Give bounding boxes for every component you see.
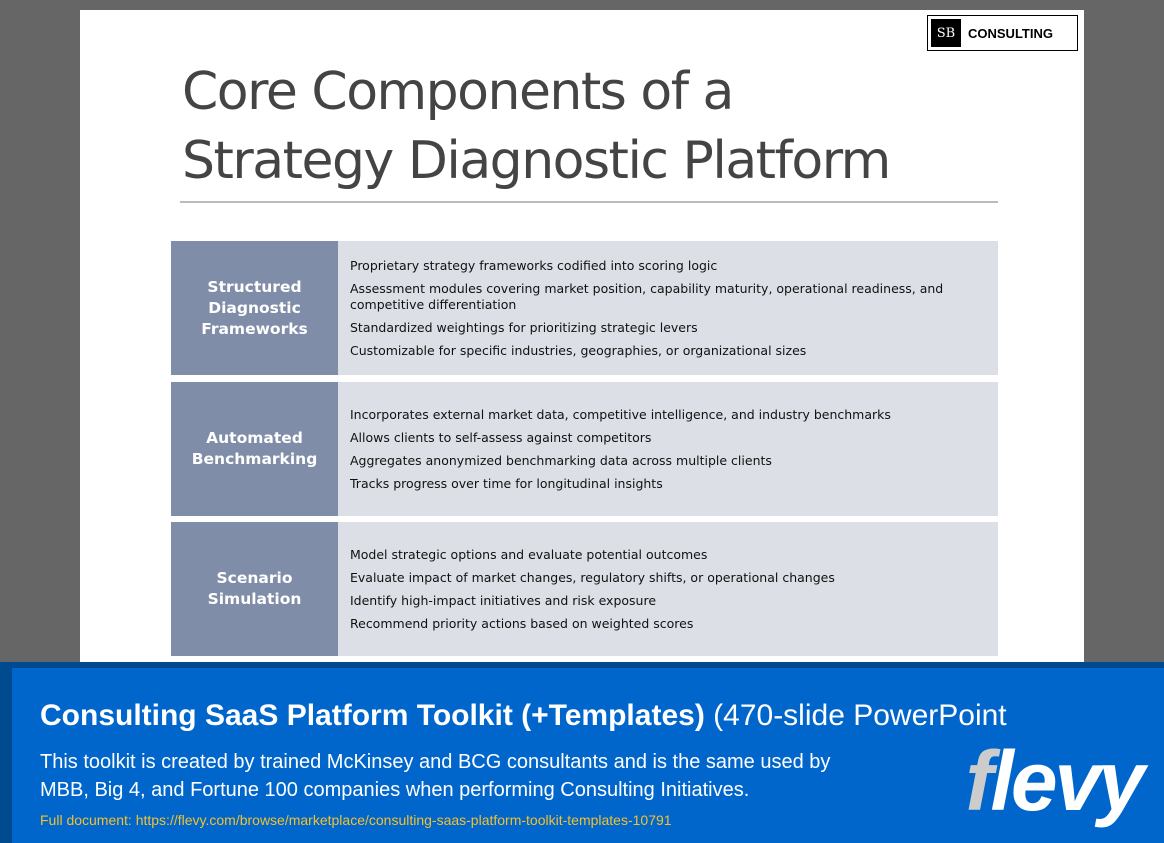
slide-title: Core Components of a Strategy Diagnostic… — [182, 58, 1062, 196]
flevy-logo-first: f — [965, 734, 994, 828]
title-line-2: Strategy Diagnostic Platform — [182, 131, 891, 191]
title-line-1: Core Components of a — [182, 62, 734, 122]
banner-description: This toolkit is created by trained McKin… — [40, 751, 831, 801]
component-label: Automated Benchmarking — [171, 382, 338, 516]
logo-mark: SB — [931, 19, 961, 47]
detail-item: Evaluate impact of market changes, regul… — [350, 569, 835, 585]
flevy-logo: flevy — [965, 734, 1145, 828]
component-details: Incorporates external market data, compe… — [338, 382, 998, 516]
detail-item: Standardized weightings for prioritizing… — [350, 319, 698, 335]
detail-item: Allows clients to self-assess against co… — [350, 429, 652, 445]
component-details: Model strategic options and evaluate pot… — [338, 522, 998, 656]
detail-item: Customizable for specific industries, ge… — [350, 342, 807, 358]
document-link[interactable]: Full document: https://flevy.com/browse/… — [40, 812, 672, 828]
logo-name: CONSULTING — [968, 25, 1053, 41]
component-row: Structured Diagnostic Frameworks Propriet… — [171, 241, 998, 375]
flevy-logo-rest: levy — [990, 734, 1145, 828]
slide: SB CONSULTING Core Components of a Strat… — [80, 10, 1084, 662]
component-row: Automated Benchmarking Incorporates exter… — [171, 382, 998, 516]
detail-item: Assessment modules covering market posit… — [350, 280, 944, 312]
component-label: Scenario Simulation — [171, 522, 338, 656]
detail-item: Incorporates external market data, compe… — [350, 406, 891, 422]
component-details: Proprietary strategy frameworks codified… — [338, 241, 998, 375]
component-label: Structured Diagnostic Frameworks — [171, 241, 338, 375]
detail-item: Proprietary strategy frameworks codified… — [350, 257, 718, 273]
banner-inner: Consulting SaaS Platform Toolkit (+Templ… — [12, 668, 1164, 843]
detail-item: Tracks progress over time for longitudin… — [350, 475, 663, 491]
banner-title-bold: Consulting SaaS Platform Toolkit (+Templ… — [40, 699, 705, 732]
detail-item: Recommend priority actions based on weig… — [350, 615, 694, 631]
component-row: Scenario Simulation Model strategic optio… — [171, 522, 998, 656]
detail-item: Model strategic options and evaluate pot… — [350, 546, 708, 562]
banner-title-rest: (470-slide PowerPoint — [704, 699, 1007, 732]
title-divider — [180, 201, 998, 203]
detail-item: Identify high-impact initiatives and ris… — [350, 592, 657, 608]
sb-consulting-logo: SB CONSULTING — [927, 15, 1078, 51]
detail-item: Aggregates anonymized benchmarking data … — [350, 452, 772, 468]
promo-banner: Consulting SaaS Platform Toolkit (+Templ… — [0, 662, 1164, 843]
banner-title[interactable]: Consulting SaaS Platform Toolkit (+Templ… — [40, 698, 1154, 734]
